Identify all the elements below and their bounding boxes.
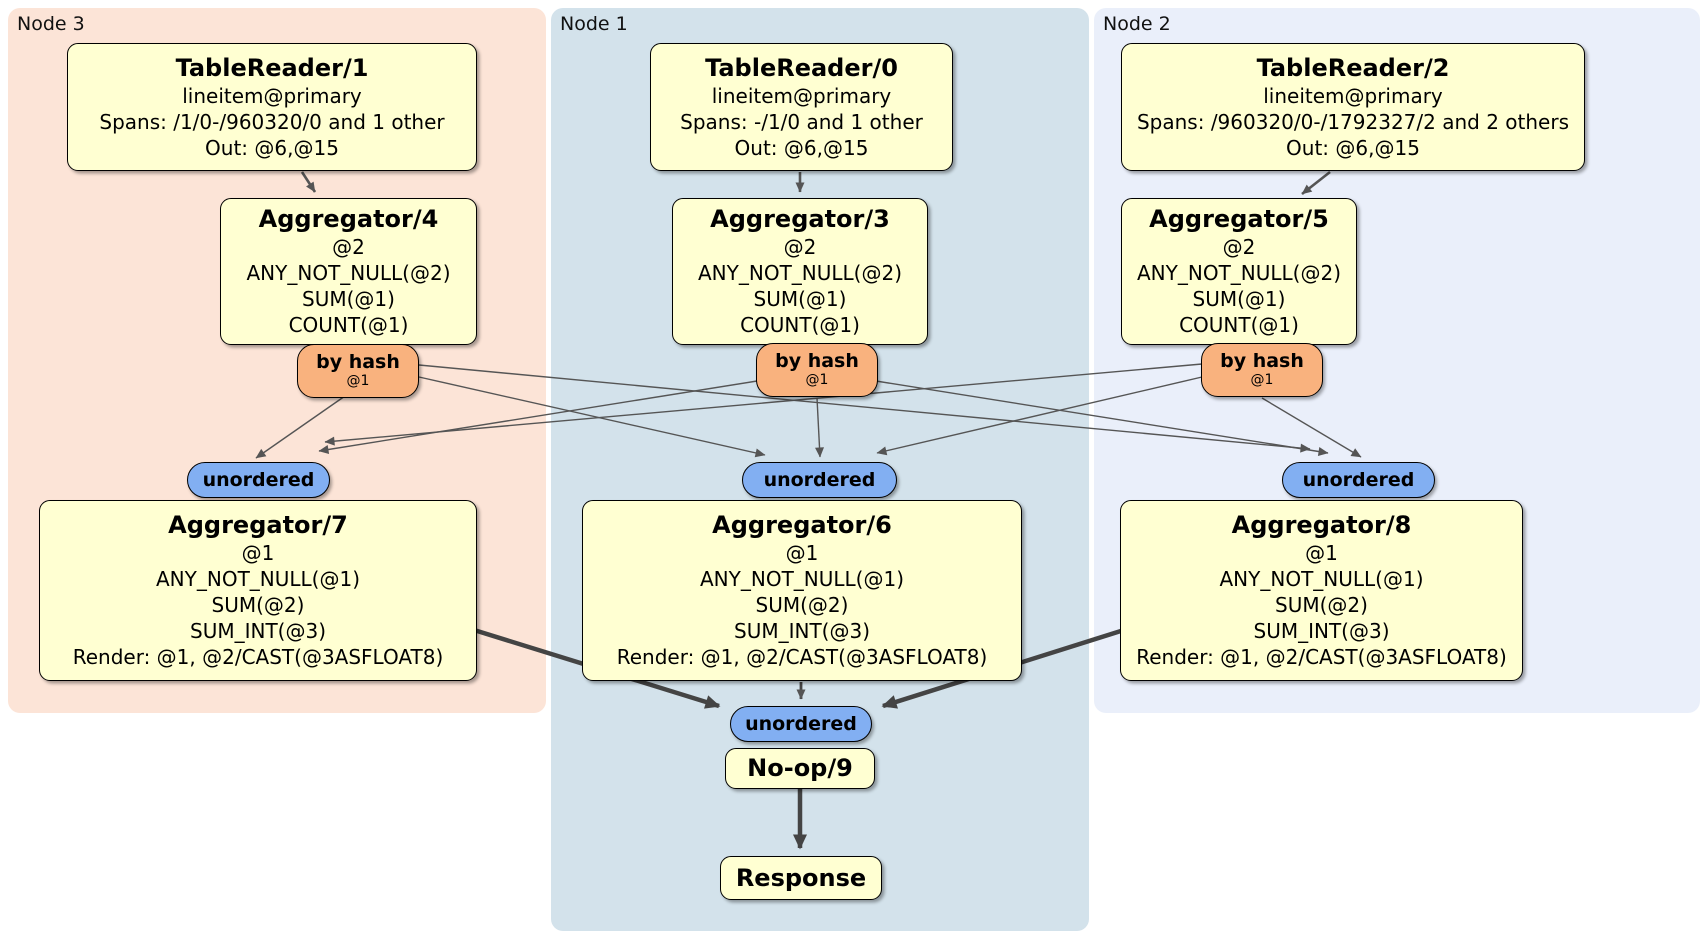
aggregator5-box: Aggregator/5 @2 ANY_NOT_NULL(@2) SUM(@1)…	[1121, 198, 1357, 345]
noop9-title: No-op/9	[747, 754, 853, 782]
tablereader0-line: Out: @6,@15	[734, 135, 869, 160]
node2-label: Node 2	[1103, 13, 1171, 35]
response-box: Response	[720, 856, 882, 900]
tablereader1-box: TableReader/1 lineitem@primary Spans: /1…	[67, 43, 477, 171]
tablereader1-title: TableReader/1	[175, 53, 369, 82]
aggregator8-title: Aggregator/8	[1231, 511, 1412, 539]
aggregator5-line: COUNT(@1)	[1179, 313, 1299, 337]
unordered9-badge: unordered	[730, 706, 872, 742]
unordered6-badge: unordered	[742, 462, 897, 498]
tablereader2-line: Out: @6,@15	[1286, 135, 1420, 160]
aggregator3-title: Aggregator/3	[710, 205, 890, 233]
aggregator7-line: SUM(@2)	[211, 593, 305, 617]
aggregator7-line: ANY_NOT_NULL(@1)	[156, 567, 360, 591]
unordered6-label: unordered	[763, 469, 876, 491]
aggregator3-line: ANY_NOT_NULL(@2)	[698, 261, 902, 285]
aggregator5-line: SUM(@1)	[1192, 287, 1286, 311]
byhash5-sub: @1	[1250, 372, 1274, 388]
aggregator8-box: Aggregator/8 @1 ANY_NOT_NULL(@1) SUM(@2)…	[1120, 500, 1523, 681]
byhash4-badge: by hash @1	[297, 344, 419, 398]
aggregator4-line: @2	[332, 235, 365, 259]
aggregator6-line: SUM_INT(@3)	[734, 619, 870, 643]
tablereader1-line: lineitem@primary	[182, 83, 362, 108]
aggregator6-line: Render: @1, @2/CAST(@3ASFLOAT8)	[616, 645, 988, 669]
aggregator7-title: Aggregator/7	[168, 511, 348, 539]
aggregator4-box: Aggregator/4 @2 ANY_NOT_NULL(@2) SUM(@1)…	[220, 198, 477, 345]
aggregator3-line: @2	[783, 235, 817, 259]
byhash5-badge: by hash @1	[1201, 343, 1323, 397]
byhash3-label: by hash	[775, 350, 859, 372]
unordered8-label: unordered	[1302, 469, 1415, 491]
byhash4-sub: @1	[346, 373, 370, 389]
byhash3-sub: @1	[805, 372, 829, 388]
aggregator7-box: Aggregator/7 @1 ANY_NOT_NULL(@1) SUM(@2)…	[39, 500, 477, 681]
aggregator8-line: ANY_NOT_NULL(@1)	[1219, 567, 1424, 591]
aggregator8-line: Render: @1, @2/CAST(@3ASFLOAT8)	[1136, 645, 1507, 669]
aggregator6-line: ANY_NOT_NULL(@1)	[700, 567, 904, 591]
tablereader0-title: TableReader/0	[705, 53, 898, 82]
aggregator7-line: Render: @1, @2/CAST(@3ASFLOAT8)	[72, 645, 444, 669]
aggregator3-line: SUM(@1)	[753, 287, 847, 311]
tablereader2-line: lineitem@primary	[1263, 83, 1443, 108]
node1-label: Node 1	[560, 13, 628, 35]
tablereader2-line: Spans: /960320/0-/1792327/2 and 2 others	[1136, 109, 1569, 134]
tablereader1-line: Out: @6,@15	[205, 135, 339, 160]
tablereader0-line: lineitem@primary	[711, 83, 892, 108]
aggregator8-line: SUM_INT(@3)	[1253, 619, 1390, 643]
aggregator6-box: Aggregator/6 @1 ANY_NOT_NULL(@1) SUM(@2)…	[582, 500, 1022, 681]
unordered9-label: unordered	[745, 713, 857, 735]
aggregator3-line: COUNT(@1)	[740, 313, 860, 337]
tablereader0-line: Spans: -/1/0 and 1 other	[680, 109, 923, 134]
aggregator4-line: SUM(@1)	[302, 287, 395, 311]
aggregator4-line: COUNT(@1)	[288, 313, 409, 337]
node3-label: Node 3	[17, 13, 85, 35]
aggregator6-line: SUM(@2)	[755, 593, 849, 617]
tablereader1-line: Spans: /1/0-/960320/0 and 1 other	[99, 109, 445, 134]
tablereader2-title: TableReader/2	[1256, 53, 1450, 82]
unordered7-badge: unordered	[187, 462, 330, 498]
unordered8-badge: unordered	[1282, 462, 1435, 498]
noop9-box: No-op/9	[725, 748, 875, 789]
aggregator8-line: @1	[1305, 541, 1338, 565]
unordered7-label: unordered	[202, 469, 315, 491]
aggregator5-line: ANY_NOT_NULL(@2)	[1137, 261, 1341, 285]
byhash5-label: by hash	[1220, 350, 1304, 372]
byhash3-badge: by hash @1	[756, 343, 878, 397]
byhash4-label: by hash	[316, 351, 400, 373]
aggregator5-line: @2	[1222, 235, 1256, 259]
response-title: Response	[735, 863, 867, 892]
aggregator7-line: @1	[241, 541, 275, 565]
tablereader0-box: TableReader/0 lineitem@primary Spans: -/…	[650, 43, 953, 171]
aggregator6-title: Aggregator/6	[712, 511, 892, 539]
aggregator6-line: @1	[785, 541, 819, 565]
aggregator7-line: SUM_INT(@3)	[190, 619, 326, 643]
aggregator4-title: Aggregator/4	[258, 205, 439, 233]
tablereader2-box: TableReader/2 lineitem@primary Spans: /9…	[1121, 43, 1585, 171]
aggregator8-line: SUM(@2)	[1275, 593, 1368, 617]
aggregator4-line: ANY_NOT_NULL(@2)	[246, 261, 451, 285]
aggregator5-title: Aggregator/5	[1149, 205, 1329, 233]
aggregator3-box: Aggregator/3 @2 ANY_NOT_NULL(@2) SUM(@1)…	[672, 198, 928, 345]
